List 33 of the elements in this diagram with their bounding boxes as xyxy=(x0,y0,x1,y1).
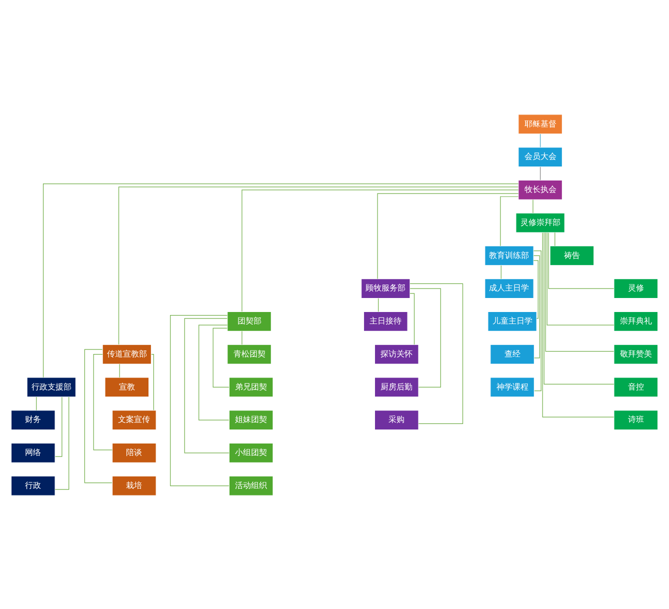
connector xyxy=(198,324,230,420)
connector xyxy=(378,298,379,312)
connector xyxy=(212,327,230,387)
connector xyxy=(36,396,37,410)
connector xyxy=(410,282,464,424)
connector xyxy=(533,260,538,318)
connector xyxy=(93,354,113,450)
connector xyxy=(242,189,519,312)
connector xyxy=(533,254,540,358)
connector xyxy=(544,232,614,384)
connector xyxy=(184,318,230,453)
connector xyxy=(500,264,502,278)
connector xyxy=(540,166,541,180)
connector xyxy=(54,396,62,456)
connector xyxy=(533,250,542,391)
connector xyxy=(410,292,415,344)
connector xyxy=(118,186,519,344)
connector xyxy=(540,133,541,147)
connector xyxy=(151,354,154,410)
connector xyxy=(377,192,519,279)
connector xyxy=(54,396,70,490)
connector xyxy=(532,198,534,213)
connector xyxy=(500,196,519,246)
connector xyxy=(84,348,112,483)
connector xyxy=(170,314,230,486)
connector xyxy=(542,232,614,417)
connector xyxy=(545,232,614,352)
connector xyxy=(548,232,614,288)
connector xyxy=(119,363,120,378)
connector xyxy=(546,232,614,325)
connector xyxy=(554,232,556,246)
connector xyxy=(42,183,519,378)
connector xyxy=(410,288,441,387)
